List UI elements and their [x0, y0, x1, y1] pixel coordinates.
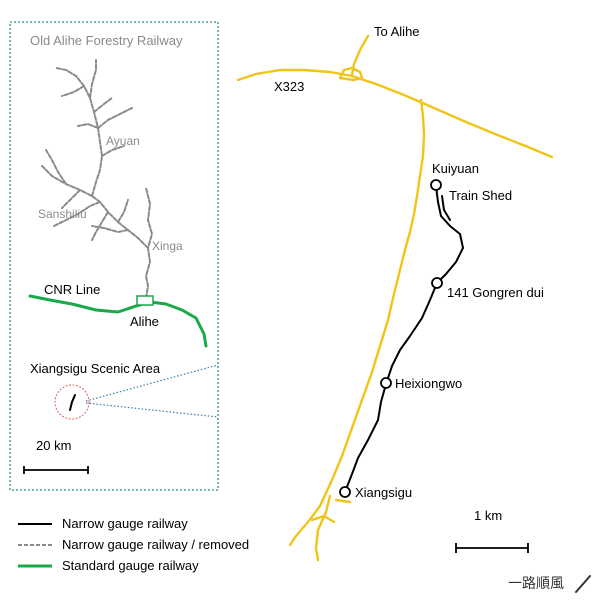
author-signature: 一路順風 — [508, 575, 591, 593]
scenic-area-railway-mini — [69, 394, 76, 411]
main-map: To Alihe X323 Kuiyuan Train Shed 141 Gon… — [236, 24, 554, 562]
inset-frame — [9, 21, 219, 491]
road-x323 — [236, 68, 554, 159]
pen-icon — [575, 575, 591, 593]
scenic-area-label: Xiangsigu Scenic Area — [30, 361, 161, 376]
alihe-label: Alihe — [130, 314, 159, 329]
sanshiliu-label: Sanshiliu — [38, 207, 87, 221]
road-spur-south — [314, 494, 332, 562]
legend-label-removed: Narrow gauge railway / removed — [62, 537, 249, 552]
station-heixiongwo — [380, 377, 392, 389]
signature-text: 一路順風 — [508, 576, 564, 592]
inset-connector-lines — [85, 364, 219, 418]
road-spur-west — [334, 498, 352, 504]
narrow-gauge-railway — [344, 185, 464, 493]
kuiyuan-label: Kuiyuan — [432, 161, 479, 176]
cnr-standard-gauge-line — [28, 294, 208, 348]
roads — [236, 34, 554, 562]
ayuan-label: Ayuan — [106, 134, 140, 148]
station-gongren-dui — [431, 277, 443, 289]
station-kuiyuan — [430, 179, 442, 191]
inset-scale-label: 20 km — [36, 438, 71, 453]
road-to-scenic-area — [288, 98, 426, 547]
road-spur-east — [310, 514, 336, 524]
inset-title: Old Alihe Forestry Railway — [30, 33, 183, 48]
main-scale-bar — [455, 543, 529, 553]
main-scale-label: 1 km — [474, 508, 502, 523]
legend-label-standard-gauge: Standard gauge railway — [62, 558, 199, 573]
scenic-area-circle — [54, 384, 90, 420]
stations — [339, 179, 443, 498]
legend: Narrow gauge railway Narrow gauge railwa… — [18, 516, 249, 573]
legend-label-narrow-gauge: Narrow gauge railway — [62, 516, 188, 531]
xinga-label: Xinga — [152, 239, 183, 253]
station-xiangsigu — [339, 486, 351, 498]
inset-map: Old Alihe Forestry Railway Ayuan Sanshil… — [9, 21, 219, 491]
cnr-line-label: CNR Line — [44, 282, 100, 297]
gongren-dui-label: 141 Gongren dui — [447, 285, 544, 300]
heixiongwo-label: Heixiongwo — [395, 376, 462, 391]
alihe-station-marker — [136, 295, 154, 306]
railway-main-line — [344, 185, 464, 493]
road-loop — [338, 66, 364, 82]
removed-railway-network — [41, 59, 154, 299]
train-shed-label: Train Shed — [449, 188, 512, 203]
inset-scale-bar — [23, 466, 89, 474]
xiangsigu-label: Xiangsigu — [355, 485, 412, 500]
railway-train-shed-spur — [441, 195, 451, 221]
road-x323-label: X323 — [274, 79, 304, 94]
to-alihe-label: To Alihe — [374, 24, 420, 39]
